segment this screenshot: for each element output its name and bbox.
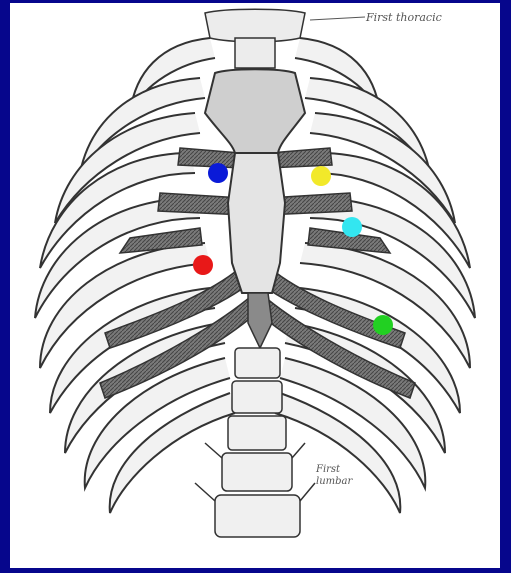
first-lumbar-label-line2: lumbar <box>316 476 353 487</box>
first-lumbar-label-line1: First <box>315 464 341 475</box>
top-vertebra <box>205 9 305 68</box>
yellow-marker <box>311 166 331 186</box>
rib-cage-illustration: First thoracic First lumbar <box>10 3 500 568</box>
rib-cage-svg: First thoracic First lumbar <box>10 3 500 568</box>
cyan-marker <box>342 217 362 237</box>
green-marker <box>373 315 393 335</box>
red-marker <box>193 255 213 275</box>
first-thoracic-leader <box>310 17 365 20</box>
first-thoracic-label: First thoracic <box>365 11 442 24</box>
blue-marker <box>208 163 228 183</box>
